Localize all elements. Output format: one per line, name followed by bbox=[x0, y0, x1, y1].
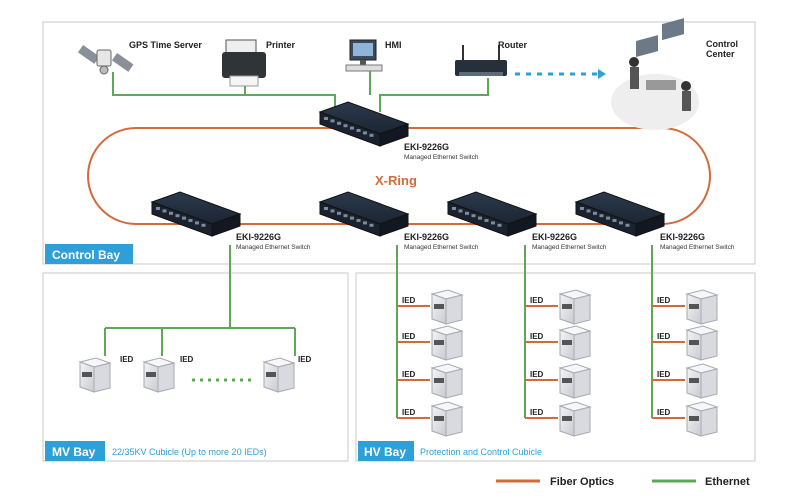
hmi-monitor-icon bbox=[345, 39, 383, 72]
printer-icon bbox=[222, 39, 266, 87]
ethernet-switch-icon bbox=[446, 191, 538, 237]
switch-description-label: Managed Ethernet Switch bbox=[660, 244, 735, 251]
gps-time-server-label: GPS Time Server bbox=[129, 40, 202, 50]
hv-bay-tag-label: HV Bay bbox=[364, 445, 406, 459]
switch-model-label: EKI-9226G bbox=[660, 232, 705, 242]
switch-description-label: Managed Ethernet Switch bbox=[404, 244, 479, 251]
ied-label: IED bbox=[657, 296, 671, 305]
ied-label: IED bbox=[402, 408, 416, 417]
ieds: IED IED IED IED IED IED IED IED IED IED IED IED IED I… bbox=[78, 289, 719, 437]
ied-device-icon bbox=[430, 401, 464, 437]
hv-bay-box bbox=[355, 272, 756, 462]
mv-bay-description: 22/35KV Cubicle (Up to more 20 IEDs) bbox=[112, 447, 267, 457]
ied-label: IED bbox=[120, 355, 134, 364]
hv-bay-tag bbox=[358, 441, 414, 461]
ied-device-icon bbox=[78, 357, 112, 393]
x-ring-label: X-Ring bbox=[375, 173, 417, 188]
ied-device-icon bbox=[558, 401, 592, 437]
ied-label: IED bbox=[180, 355, 194, 364]
switch-model-label: EKI-9226G bbox=[532, 232, 577, 242]
ied-device-icon bbox=[142, 357, 176, 393]
fiber-links-hv bbox=[397, 305, 685, 419]
ied-device-icon bbox=[430, 325, 464, 361]
switch-model-label: EKI-9226G bbox=[404, 232, 449, 242]
ied-device-icon bbox=[685, 363, 719, 399]
ied-device-icon bbox=[430, 363, 464, 399]
ied-label: IED bbox=[530, 332, 544, 341]
router-icon bbox=[455, 45, 507, 76]
control-bay-box bbox=[42, 21, 756, 265]
ethernet-switch-icon bbox=[318, 101, 410, 147]
ied-label: IED bbox=[657, 408, 671, 417]
ethernet-switch-icon bbox=[150, 191, 242, 237]
ethernet-links-top bbox=[112, 68, 489, 112]
ethernet-switch-icon bbox=[318, 191, 410, 237]
ied-device-icon bbox=[262, 357, 296, 393]
control-center-label-line2: Center bbox=[706, 49, 735, 59]
ied-device-icon bbox=[558, 363, 592, 399]
ied-label: IED bbox=[402, 296, 416, 305]
ied-label: IED bbox=[298, 355, 312, 364]
legend-ethernet-label: Ethernet bbox=[705, 476, 750, 488]
switch-description-label: Managed Ethernet Switch bbox=[532, 244, 607, 251]
switch-model-label: EKI-9226G bbox=[404, 142, 449, 152]
control-center-icon bbox=[611, 18, 699, 130]
ied-label: IED bbox=[530, 296, 544, 305]
ied-label: IED bbox=[530, 370, 544, 379]
ethernet-links-mv bbox=[104, 245, 296, 356]
switch-model-label: EKI-9226G bbox=[236, 232, 281, 242]
ied-label: IED bbox=[657, 370, 671, 379]
hmi-label: HMI bbox=[385, 40, 402, 50]
mv-bay-tag-label: MV Bay bbox=[52, 445, 96, 459]
ied-label: IED bbox=[402, 370, 416, 379]
ied-label: IED bbox=[530, 408, 544, 417]
ied-device-icon bbox=[558, 325, 592, 361]
ied-device-icon bbox=[685, 325, 719, 361]
arrow-head-icon bbox=[598, 69, 606, 79]
ied-label: IED bbox=[402, 332, 416, 341]
ied-device-icon bbox=[558, 289, 592, 325]
router-label: Router bbox=[498, 40, 527, 50]
control-center-label-line1: Control bbox=[706, 39, 738, 49]
satellite-icon bbox=[77, 44, 134, 75]
switch-description-label: Managed Ethernet Switch bbox=[404, 154, 479, 161]
switch-description-label: Managed Ethernet Switch bbox=[236, 244, 311, 251]
printer-label: Printer bbox=[266, 40, 296, 50]
ied-label: IED bbox=[657, 332, 671, 341]
control-bay-tag bbox=[45, 244, 133, 264]
ied-device-icon bbox=[685, 289, 719, 325]
ied-device-icon bbox=[430, 289, 464, 325]
ethernet-switch-icon bbox=[574, 191, 666, 237]
mv-bay-box bbox=[42, 272, 349, 462]
legend-fiber-label: Fiber Optics bbox=[550, 476, 614, 488]
mv-bay-tag bbox=[45, 441, 105, 461]
ied-device-icon bbox=[685, 401, 719, 437]
control-bay-tag-label: Control Bay bbox=[52, 248, 120, 262]
ethernet-links-hv bbox=[396, 245, 653, 418]
hv-bay-description: Protection and Control Cubicle bbox=[420, 447, 542, 457]
